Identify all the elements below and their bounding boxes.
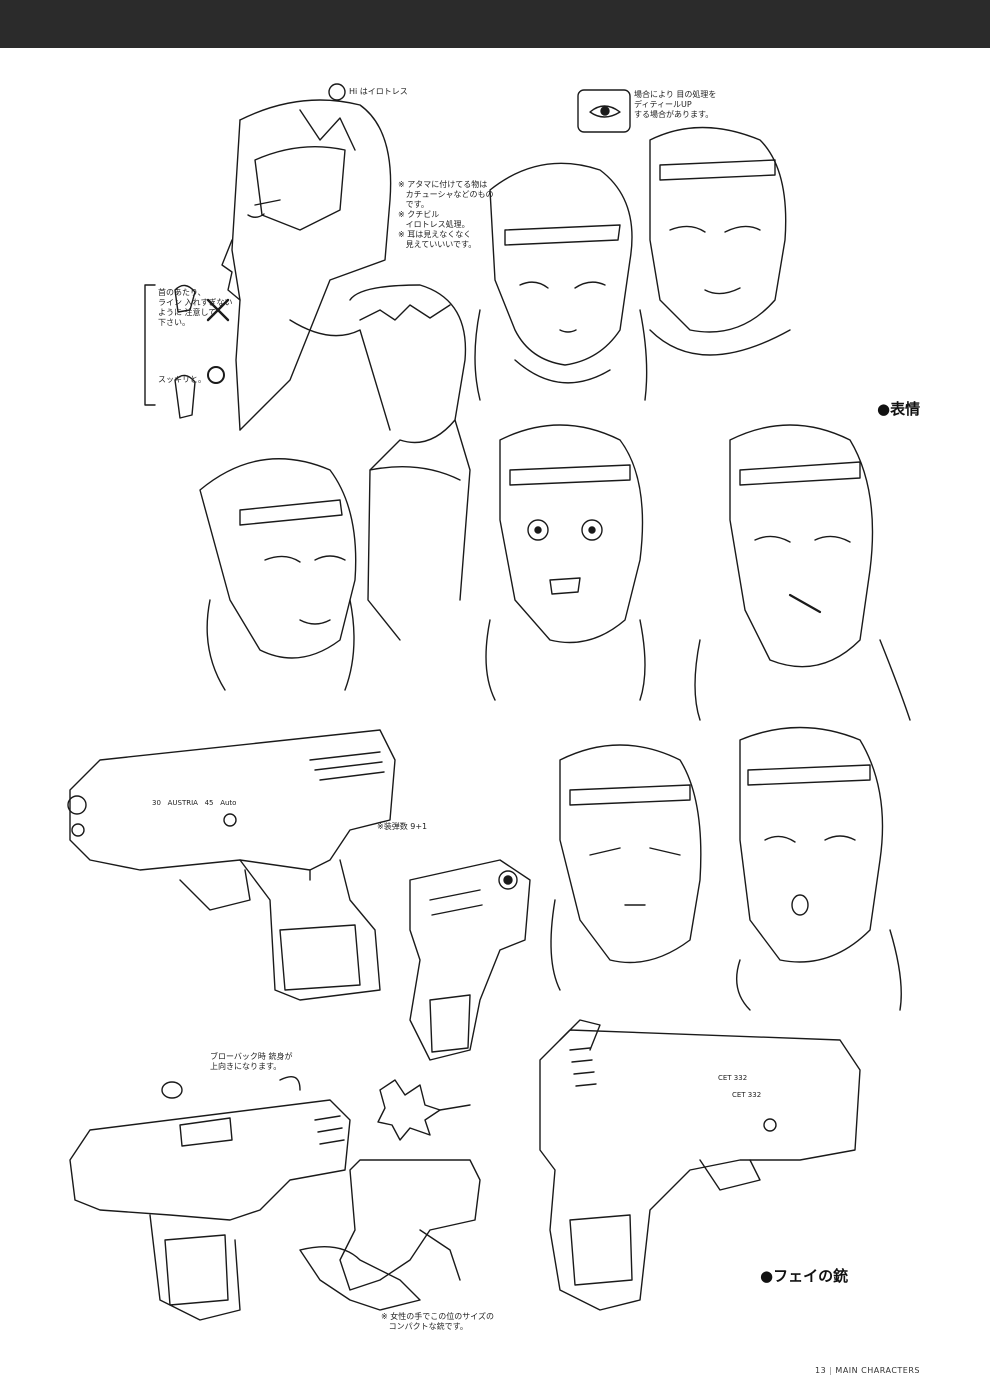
hi-marker	[328, 83, 346, 101]
face-sweating-angry-sketch	[550, 744, 702, 991]
pistol-in-hand-sketch	[299, 1159, 481, 1311]
pistol-side-sketch	[67, 729, 396, 1001]
footer-section-title: MAIN CHARACTERS	[835, 1366, 920, 1375]
face-hooded-smirk-sketch	[199, 458, 357, 691]
face-surprised-speaking-sketch	[736, 726, 902, 1011]
neck-ok-note: スッキリと。	[158, 375, 206, 384]
neck-line-note: 首のあたり、 ライン 入れすぎない ように 注意して 下さい。	[158, 288, 233, 327]
pistol-three-quarter-sketch	[539, 1019, 861, 1311]
eye-processing-note: 場合により 目の処理を ディティールUP する場合があります。	[634, 90, 717, 119]
eye-detail-box	[577, 89, 631, 133]
muzzle-flash-sketch	[377, 1079, 471, 1141]
expressions-section-label: ●表情	[877, 400, 921, 418]
sketch-artwork	[67, 83, 911, 1321]
face-smiling-sketch	[649, 126, 791, 356]
page-number: 13	[815, 1366, 827, 1375]
neck-comparison-sketch	[144, 284, 230, 419]
slide-engraving-2: CET 332	[732, 1091, 762, 1099]
blowback-note: ブローバック時 銃身が 上向きになります。	[210, 1052, 293, 1071]
gun-side-engraving: 30 AUSTRIA 45 Auto	[152, 799, 237, 807]
face-frowning-sketch	[474, 162, 648, 401]
gun-size-note: ※ 女性の手でこの位のサイズの コンパクトな銃です。	[381, 1312, 495, 1331]
slide-engraving-1: CET 332	[718, 1074, 748, 1082]
top-dark-band	[0, 0, 990, 48]
head-accessory-notes: ※ アタマに付けてる物は カチューシャなどのもの です。 ※ クチビル イロトレ…	[398, 180, 494, 249]
pistol-front-sketch	[409, 859, 531, 1061]
pistol-blowback-sketch	[69, 1076, 351, 1321]
footer-separator: |	[829, 1366, 833, 1375]
head-profile-sketch	[221, 99, 392, 431]
ammo-capacity-note: ※装弾数 9+1	[377, 822, 428, 831]
face-cigarette-sketch	[694, 424, 911, 721]
page-footer: 13|MAIN CHARACTERS	[815, 1366, 920, 1375]
hi-note: Hi はイロトレス	[349, 87, 408, 96]
gun-section-label: ●フェイの銃	[760, 1267, 849, 1285]
head-back-sketch	[349, 284, 471, 641]
face-shocked-sketch	[485, 424, 646, 701]
